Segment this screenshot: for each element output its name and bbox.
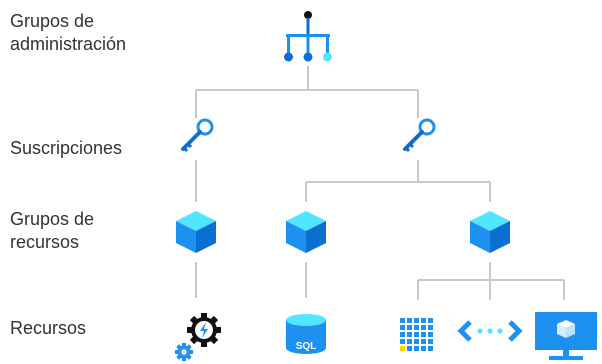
level-label-management-groups: Grupos de administración — [10, 10, 126, 56]
level-label-management-groups-line1: Grupos de — [10, 11, 95, 31]
sql-database-icon: SQL — [286, 314, 326, 354]
key-icon — [403, 118, 436, 153]
level-label-management-groups-line2: administración — [10, 34, 127, 54]
cube-icon — [176, 211, 216, 253]
level-label-resources: Recursos — [10, 318, 87, 338]
virtual-machine-icon — [535, 312, 597, 360]
gear-lightning-icon — [175, 313, 221, 361]
sql-label: SQL — [296, 341, 317, 352]
level-label-resource-groups-line1: Grupos de — [10, 209, 95, 229]
connector-lines — [195, 66, 565, 300]
key-icon — [181, 118, 214, 153]
level-label-resource-groups-line2: recursos — [10, 232, 80, 252]
cube-icon — [470, 211, 510, 253]
hierarchy-icon — [284, 11, 332, 62]
level-label-resource-groups: Grupos de recursos — [10, 208, 94, 254]
cube-icon — [286, 211, 326, 253]
level-label-subscriptions: Suscripciones — [10, 138, 123, 158]
virtual-network-icon — [457, 320, 523, 342]
grid-apps-icon — [400, 318, 433, 351]
